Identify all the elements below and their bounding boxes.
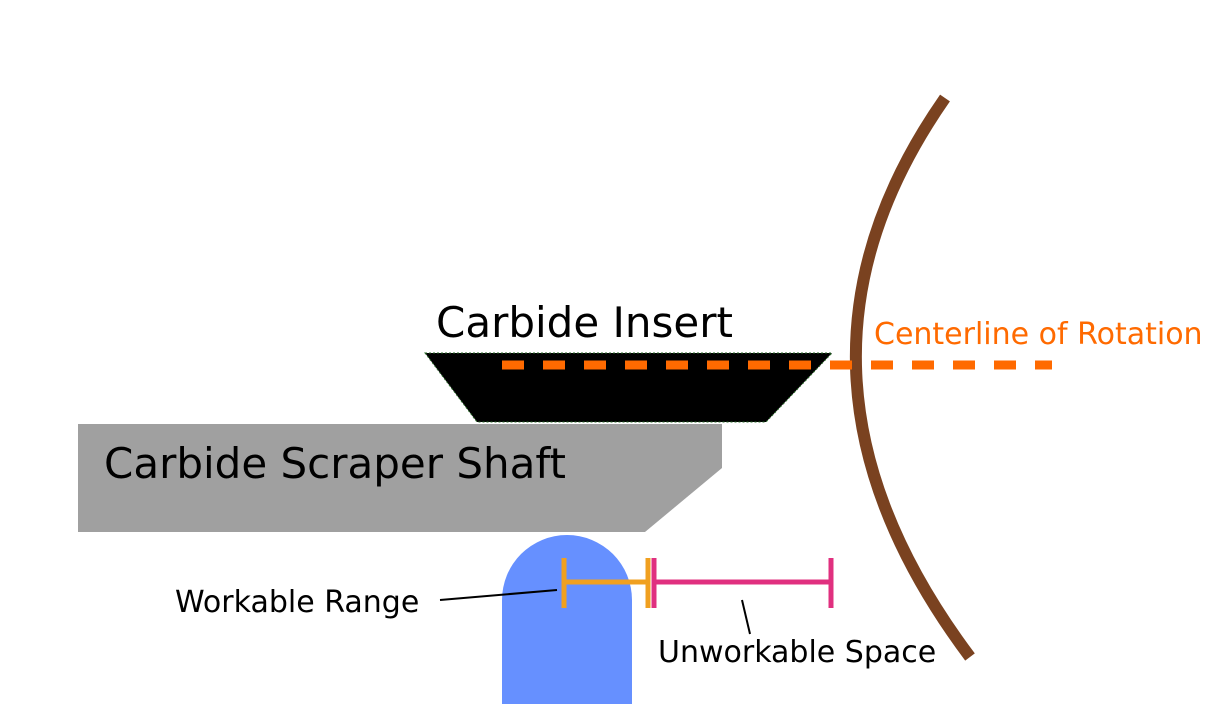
insert-label: Carbide Insert [436,298,733,347]
carbide-scraper-shaft [78,424,722,532]
tool-rest [502,535,632,704]
centerline-label: Centerline of Rotation [874,317,1203,352]
shaft-label: Carbide Scraper Shaft [104,439,566,488]
workable-range-label: Workable Range [175,585,419,620]
workable-range-marker [561,558,651,608]
unworkable-leader-line [741,599,751,635]
unworkable-space-label: Unworkable Space [658,635,936,670]
workpiece-arc [849,94,975,661]
carbide-insert [423,352,834,423]
workable-leader-line [439,589,558,601]
unworkable-space-marker [651,558,834,608]
